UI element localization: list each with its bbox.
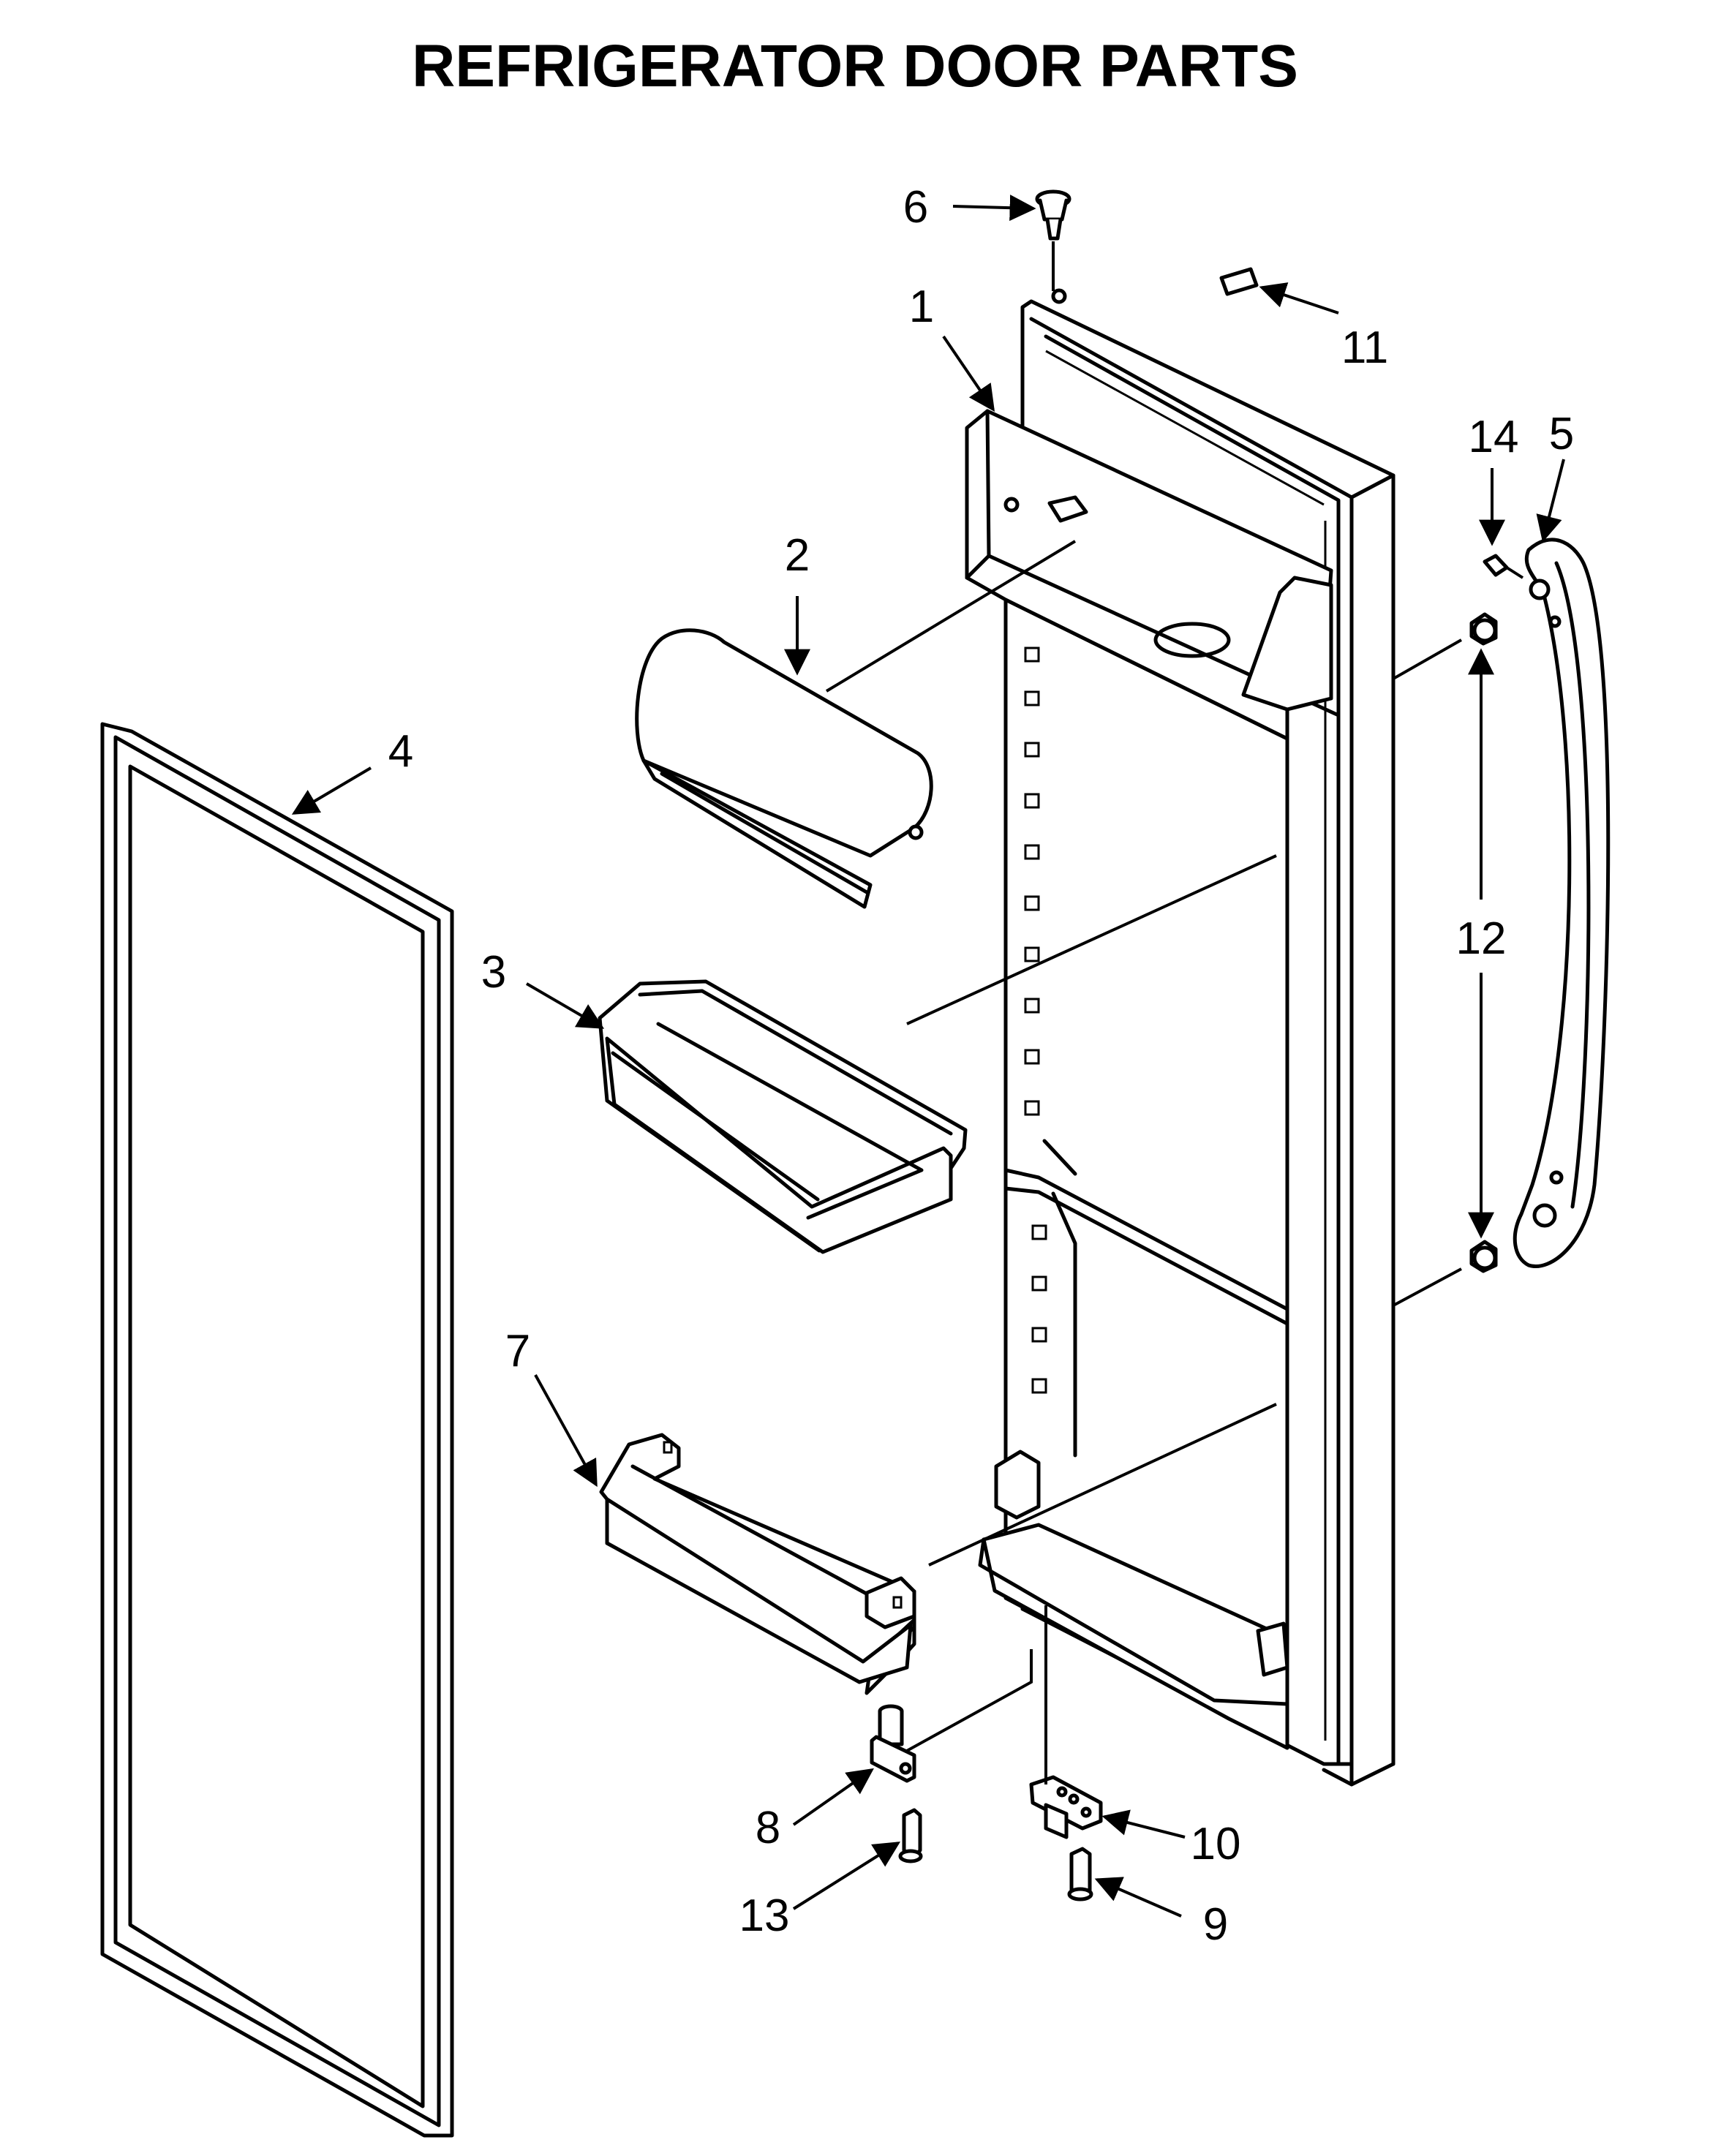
callout-9: 9 [1203,1899,1228,1950]
seal-texture [1045,350,1327,1741]
door-stop-bracket-drawing [1029,1775,1103,1839]
bracket-screw-drawing [898,1808,923,1863]
door-liner-drawing [965,299,1396,1787]
dairy-door-drawing [635,628,933,909]
callout-6: 6 [903,182,928,233]
callout-7: 7 [505,1326,530,1376]
handle-studs-drawing [1469,612,1498,1273]
callout-3: 3 [481,947,506,998]
hinge-pin-bracket-drawing [870,1704,916,1783]
label-drawing [1219,267,1259,296]
door-bin-drawing [598,979,968,1254]
door-handle-drawing [1513,538,1611,1268]
page-title: REFRIGERATOR DOOR PARTS [412,33,1298,99]
callout-8: 8 [756,1803,780,1853]
assembly-guide-lines [825,241,1462,1784]
shelf-support-pegs [1024,647,1047,1394]
callout-2: 2 [785,530,810,581]
callout-5: 5 [1549,409,1574,459]
callout-arrows [291,195,1565,1918]
hinge-screw-drawing [1067,1847,1093,1901]
callout-10: 10 [1191,1819,1241,1869]
callout-11: 11 [1341,323,1388,373]
door-shelf-rail-drawing [599,1433,916,1695]
set-screw-drawing [1483,554,1524,579]
door-plug-drawing [1035,189,1071,304]
callout-1: 1 [909,282,934,332]
callout-4: 4 [388,726,413,777]
callout-13: 13 [739,1891,790,1941]
door-gasket-drawing [100,722,454,2138]
callout-12: 12 [1456,913,1507,964]
callout-14: 14 [1469,412,1519,462]
callout-labels: 6 1 11 2 4 3 14 5 12 7 8 13 10 9 [388,182,1574,1950]
